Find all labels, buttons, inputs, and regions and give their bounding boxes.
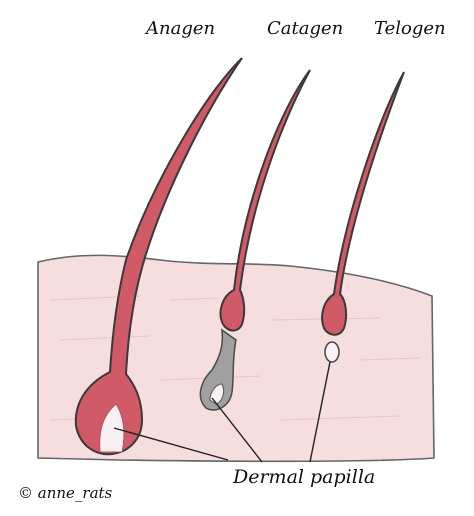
stage-label-telogen: Telogen [374,18,446,39]
leader-line-telogen [309,361,331,463]
telogen-shaft [321,71,405,336]
catagen-hair [199,69,311,411]
stage-label-anagen: Anagen [146,18,216,39]
papilla-leader-lines [113,361,331,463]
anagen-papilla [99,403,125,453]
catagen-sheath [199,328,237,411]
leader-line-catagen [211,397,263,463]
telogen-hair [321,71,405,363]
anagen-hair [74,57,243,456]
copyright-label: © anne_rats [18,484,113,502]
stage-label-catagen: Catagen [267,18,344,39]
catagen-shaft [219,69,311,332]
dermal-papilla-label: Dermal papilla [233,466,376,488]
leader-line-anagen [113,427,229,461]
telogen-papilla [324,341,340,363]
anagen-shaft [74,57,243,456]
